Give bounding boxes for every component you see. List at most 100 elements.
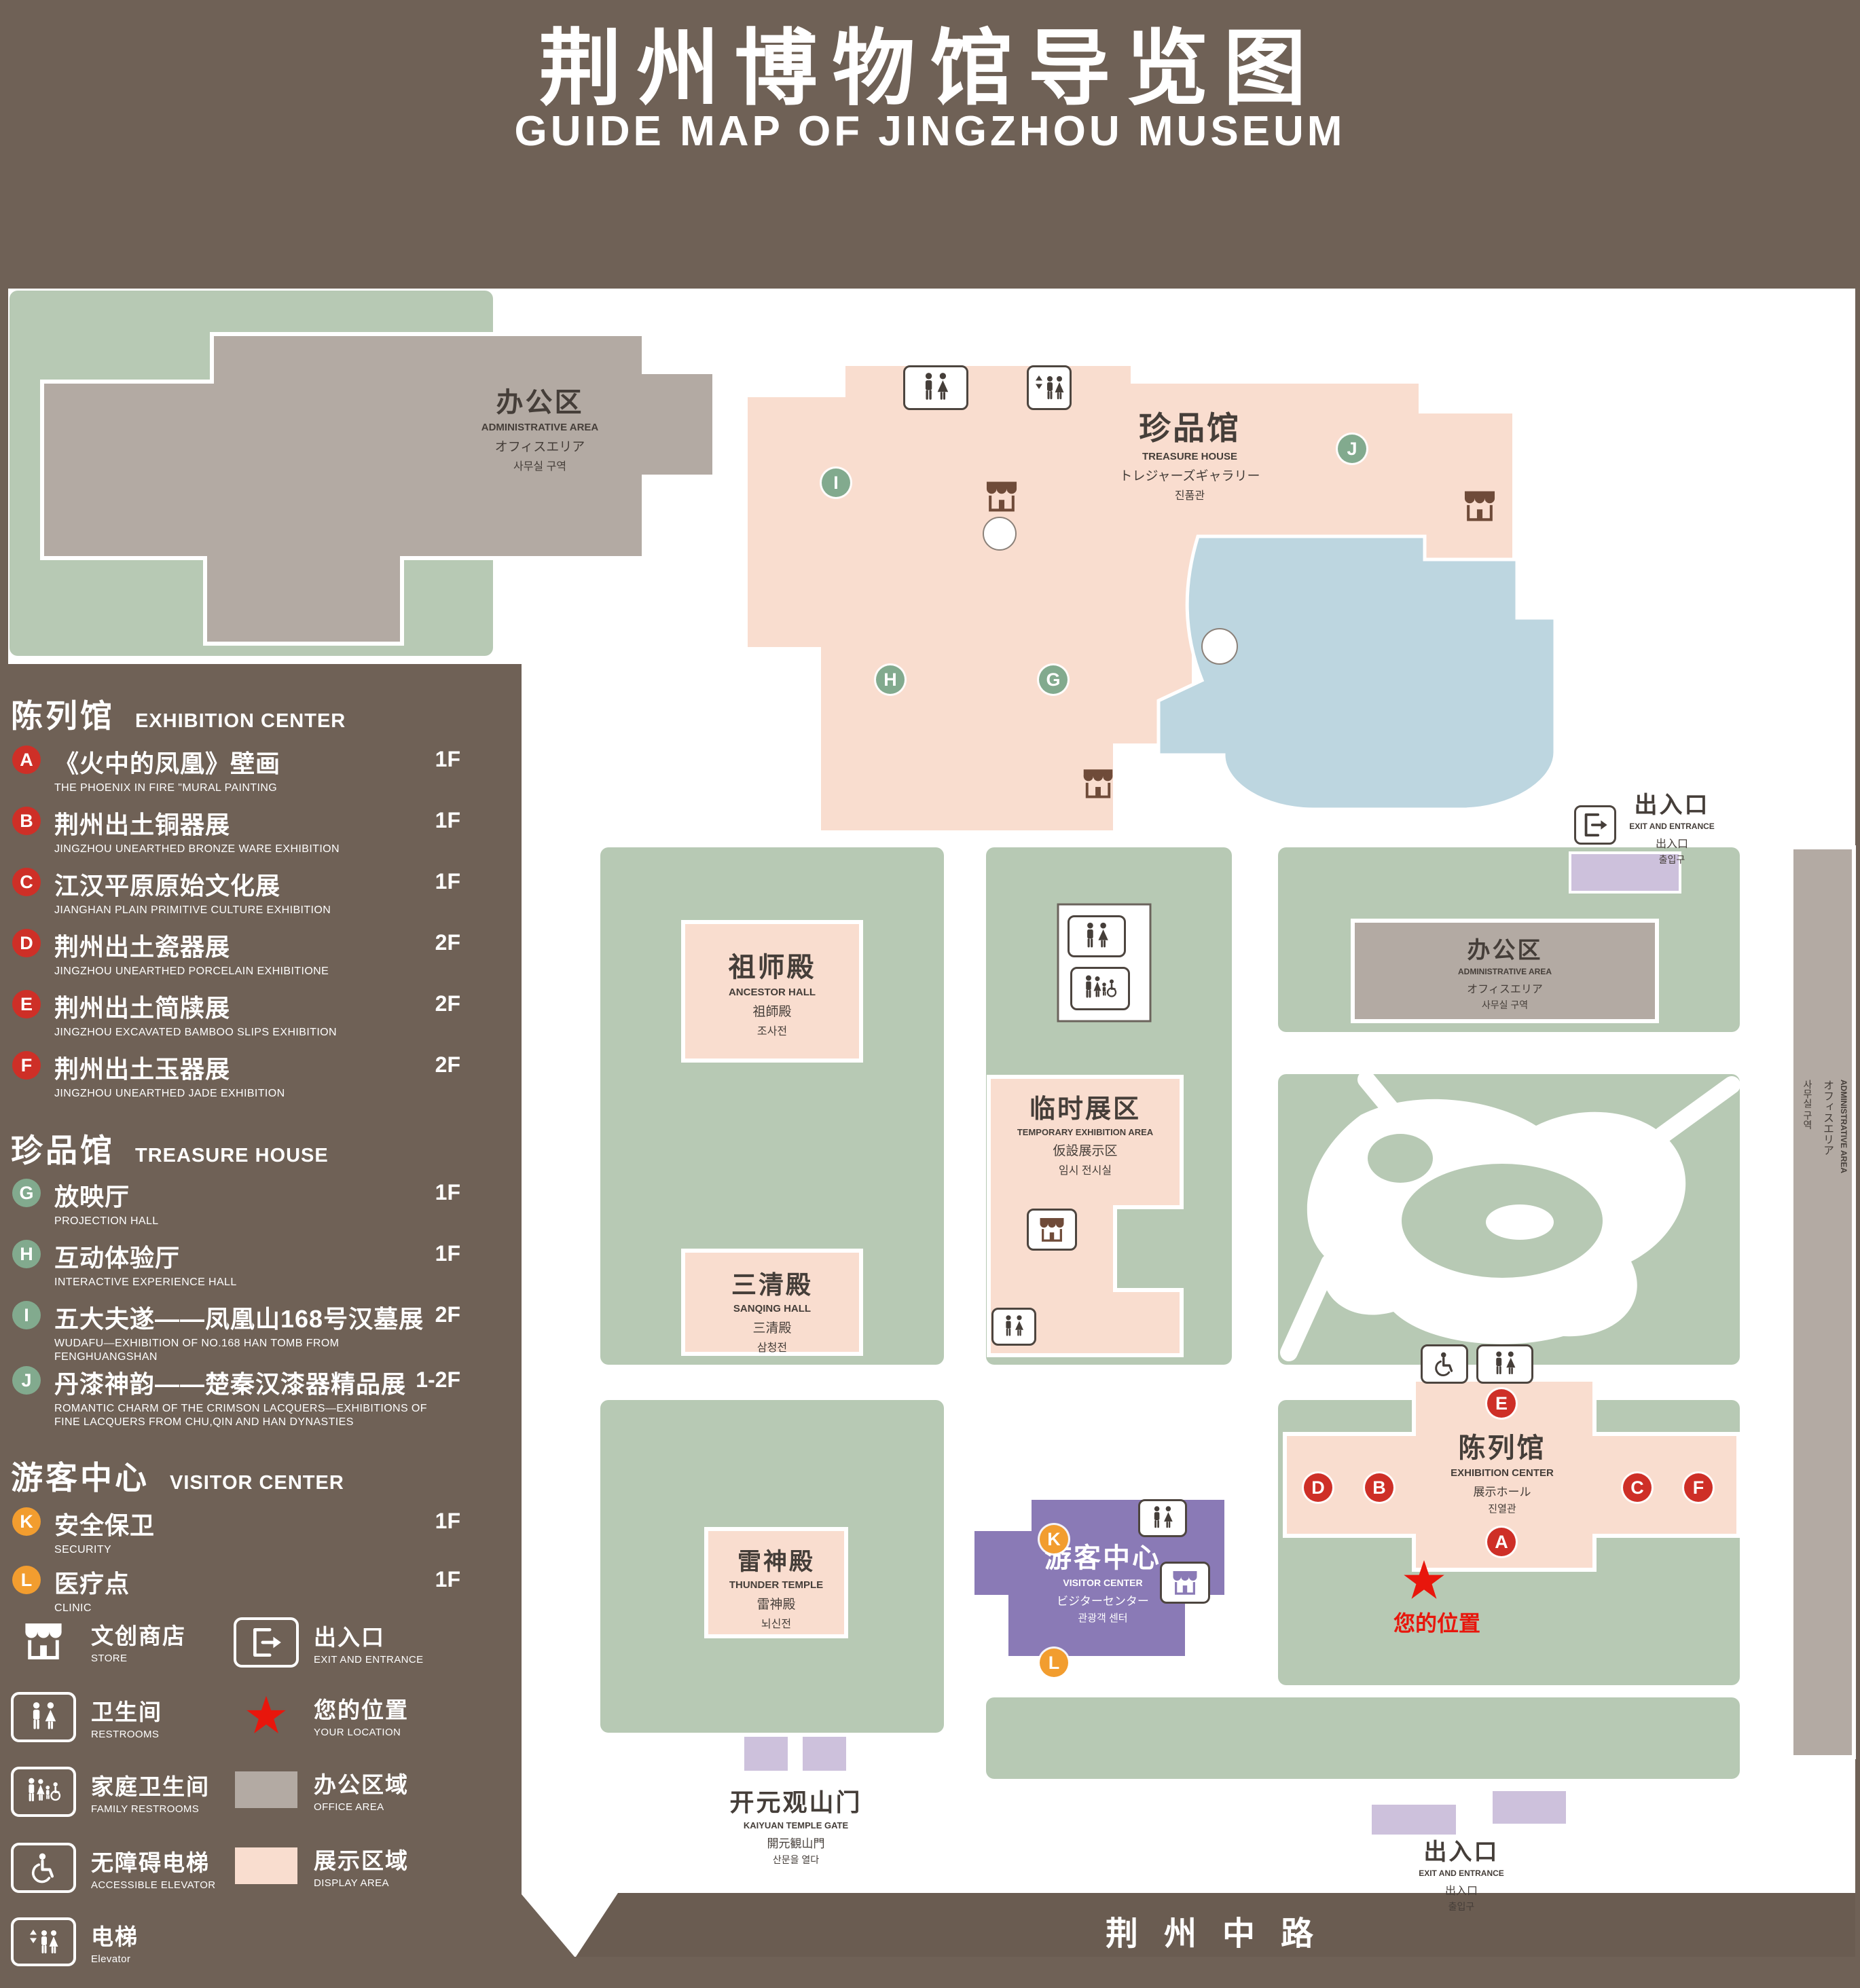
store-icon xyxy=(977,474,1027,519)
label-exhibition-center: 陈列馆 EXHIBITION CENTER 展示ホール 진열관 xyxy=(1451,1433,1554,1515)
display-area-swatch xyxy=(235,1847,297,1884)
restrooms-icon xyxy=(1068,915,1126,957)
label-admin-middle: 办公区 ADMINISTRATIVE AREA オフィスエリア 사무실 구역 xyxy=(1458,938,1552,1010)
map-marker-f: F xyxy=(1684,1473,1713,1502)
marker-i: I xyxy=(12,1301,41,1329)
legend-section-treasure: 珍品馆 TREASURE HOUSE xyxy=(11,1133,329,1168)
label-exit-east: 出入口 EXIT AND ENTRANCE 出入口 출입구 xyxy=(1629,792,1715,865)
legend-item-i: I 五大夫遂——凤凰山168号汉墓展 WUDAFU—EXHIBITION OF … xyxy=(11,1300,493,1364)
marker-k: K xyxy=(12,1507,41,1536)
garden-island-small xyxy=(1368,1134,1433,1183)
map-marker-j: J xyxy=(1338,435,1366,463)
store-icon xyxy=(1455,483,1505,528)
lawn-south-strip xyxy=(986,1697,1740,1779)
gate-shape-2 xyxy=(800,1734,849,1773)
your-location-label: 您的位置 xyxy=(1393,1611,1481,1636)
your-location-star-icon xyxy=(234,1695,299,1735)
exit-icon xyxy=(234,1617,299,1668)
page-title: 荆州博物馆导览图 xyxy=(539,22,1321,115)
map-marker-b: B xyxy=(1365,1473,1393,1502)
legend-item-j: J 丹漆神韵——楚秦汉漆器精品展 ROMANTIC CHARM OF THE C… xyxy=(11,1365,493,1429)
label-admin-northwest: 办公区 ADMINISTRATIVE AREA オフィスエリア 사무실 구역 xyxy=(481,388,599,473)
elevator-icon xyxy=(1027,365,1072,410)
marker-j: J xyxy=(12,1366,41,1395)
label-sanqing-hall: 三清殿 SANQING HALL 三清殿 삼청전 xyxy=(731,1271,813,1354)
restrooms-icon xyxy=(11,1692,76,1742)
page-subtitle: GUIDE MAP OF JINGZHOU MUSEUM xyxy=(514,108,1346,155)
road-label: 荆州中路 xyxy=(1105,1916,1340,1952)
label-temporary-exhibition: 临时展区 TEMPORARY EXHIBITION AREA 仮設展示区 임시 … xyxy=(1017,1095,1154,1177)
map-marker-e: E xyxy=(1487,1389,1516,1418)
exit-east-shape xyxy=(1569,851,1681,894)
label-visitor-center: 游客中心 VISITOR CENTER ビジターセンター 관광객 센터 xyxy=(1044,1543,1161,1624)
admin-northwest-shape xyxy=(40,332,716,646)
map-marker-k: K xyxy=(1040,1525,1068,1553)
map-marker-i: I xyxy=(822,468,850,497)
label-exit-south: 出入口 EXIT AND ENTRANCE 出入口 출입구 xyxy=(1419,1839,1504,1912)
restrooms-icon xyxy=(991,1308,1036,1346)
store-icon xyxy=(1160,1562,1210,1604)
ancestor-hall-shape xyxy=(681,920,863,1063)
legend-section-visitor: 游客中心 VISITOR CENTER xyxy=(11,1460,344,1496)
exit-icon xyxy=(1574,805,1616,845)
legend-item-c: C 江汉平原原始文化展 JIANGHAN PLAIN PRIMITIVE CUL… xyxy=(11,866,493,917)
map-marker-l: L xyxy=(1040,1649,1068,1677)
elevator-icon xyxy=(11,1917,76,1966)
label-admin-east: 办公区 ADMINISTRATIVE AREA オフィスエリア 사무실 구역 xyxy=(1802,1080,1860,1173)
legend-item-g: G 放映厅 PROJECTION HALL 1F xyxy=(11,1177,493,1228)
restrooms-icon xyxy=(903,365,968,410)
marker-g: G xyxy=(12,1179,41,1207)
store-icon xyxy=(1074,762,1122,805)
legend-item-e: E 荆州出土简牍展 JINGZHOU EXCAVATED BAMBOO SLIP… xyxy=(11,989,493,1039)
temporary-exhibition-shape xyxy=(987,1075,1184,1357)
marker-e: E xyxy=(12,990,41,1018)
exit-south-shape-2 xyxy=(1490,1788,1569,1826)
marker-l: L xyxy=(12,1566,41,1594)
legend-item-d: D 荆州出土瓷器展 JINGZHOU UNEARTHED PORCELAIN E… xyxy=(11,927,493,978)
garden-pond-small xyxy=(1486,1204,1554,1240)
map-marker-a: A xyxy=(1487,1528,1516,1556)
pond-shape xyxy=(1156,534,1557,811)
thunder-temple-shape xyxy=(704,1527,848,1638)
store-icon xyxy=(11,1617,76,1665)
restrooms-icon xyxy=(1138,1499,1187,1537)
legend-item-a: A 《火中的凤凰》壁画 THE PHOENIX IN FIRE "MURAL P… xyxy=(11,744,493,795)
your-location-star-icon xyxy=(1403,1559,1445,1601)
admin-middle-shape xyxy=(1351,919,1659,1023)
map-marker-d: D xyxy=(1304,1473,1332,1502)
label-thunder-temple: 雷神殿 THUNDER TEMPLE 雷神殿 뇌신전 xyxy=(729,1549,824,1630)
exit-south-shape-1 xyxy=(1369,1802,1459,1837)
store-icon xyxy=(1027,1209,1077,1251)
map-marker-h: H xyxy=(876,665,905,694)
restrooms-icon xyxy=(1476,1344,1533,1384)
accessible-elevator-icon xyxy=(11,1843,76,1893)
legend-item-h: H 互动体验厅 INTERACTIVE EXPERIENCE HALL 1F xyxy=(11,1238,493,1289)
label-kaiyuan-gate: 开元观山门 KAIYUAN TEMPLE GATE 開元観山門 산문을 열다 xyxy=(729,1788,862,1865)
legend-item-l: L 医疗点 CLINIC 1F xyxy=(11,1564,493,1615)
map-marker-g: G xyxy=(1039,665,1068,694)
accessible-elevator-icon xyxy=(1421,1344,1468,1384)
marker-a: A xyxy=(12,746,41,774)
label-treasure-house: 珍品馆 TREASURE HOUSE トレジャーズギャラリー 진품관 xyxy=(1119,410,1260,502)
exhibition-center-shape xyxy=(1283,1378,1740,1572)
legend-item-b: B 荆州出土铜器展 JINGZHOU UNEARTHED BRONZE WARE… xyxy=(11,805,493,856)
sanqing-hall-shape xyxy=(681,1249,863,1356)
marker-c: C xyxy=(12,868,41,896)
road-shape xyxy=(576,1893,1855,1957)
marker-d: D xyxy=(12,929,41,957)
family-restroom-icon xyxy=(1070,967,1130,1010)
legend-section-exhibition: 陈列馆 EXHIBITION CENTER xyxy=(11,698,346,734)
legend-panel: 陈列馆 EXHIBITION CENTER A 《火中的凤凰》壁画 THE PH… xyxy=(11,684,511,1981)
office-area-swatch xyxy=(235,1771,297,1808)
label-ancestor-hall: 祖师殿 ANCESTOR HALL 祖師殿 조사전 xyxy=(728,953,816,1037)
map-marker-c: C xyxy=(1623,1473,1652,1502)
marker-b: B xyxy=(12,807,41,835)
